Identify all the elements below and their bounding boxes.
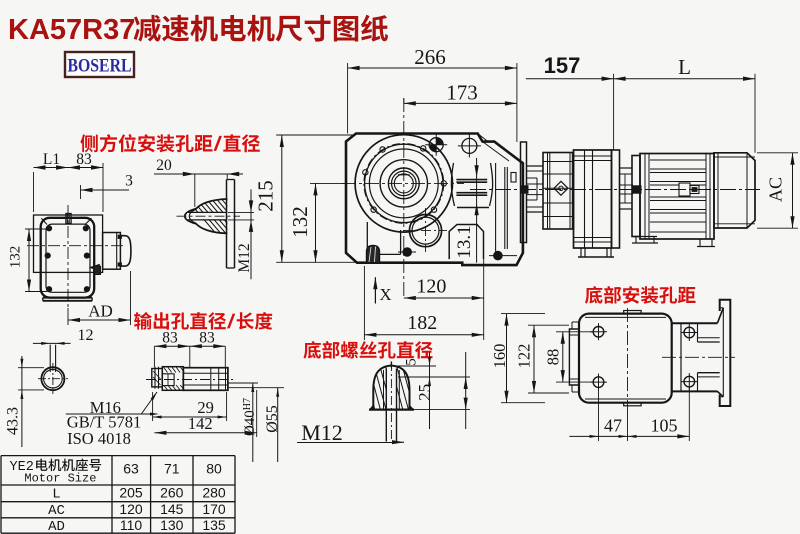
svg-text:Ø55: Ø55	[264, 405, 281, 433]
svg-text:130: 130	[160, 517, 184, 533]
svg-text:83: 83	[162, 330, 178, 347]
svg-text:Motor Size: Motor Size	[24, 472, 96, 486]
svg-text:215: 215	[254, 180, 278, 212]
svg-text:132: 132	[8, 246, 24, 269]
svg-text:5: 5	[404, 358, 420, 366]
svg-text:M12: M12	[301, 420, 343, 445]
svg-text:170: 170	[202, 501, 226, 517]
svg-text:88: 88	[544, 349, 563, 366]
svg-text:105: 105	[651, 416, 678, 436]
svg-text:135: 135	[202, 517, 226, 533]
svg-text:173: 173	[446, 81, 478, 105]
svg-text:L1: L1	[43, 151, 60, 168]
svg-text:260: 260	[160, 485, 184, 501]
svg-text:47: 47	[604, 416, 622, 436]
svg-text:M16: M16	[90, 398, 121, 417]
svg-text:83: 83	[199, 330, 215, 347]
svg-text:L: L	[52, 487, 60, 503]
svg-text:BOSERL: BOSERL	[68, 56, 132, 77]
svg-text:122: 122	[515, 344, 534, 369]
svg-text:280: 280	[202, 485, 226, 501]
svg-text:266: 266	[414, 45, 446, 69]
svg-text:KA57R37: KA57R37	[8, 14, 135, 46]
svg-text:25: 25	[415, 384, 434, 401]
svg-text:AD: AD	[48, 519, 65, 534]
svg-text:160: 160	[490, 344, 509, 369]
svg-text:Ø40H7: Ø40H7	[242, 398, 258, 436]
svg-text:13.1: 13.1	[454, 225, 475, 258]
svg-text:43.3: 43.3	[5, 407, 22, 435]
svg-text:120: 120	[119, 501, 143, 517]
svg-text:120: 120	[416, 276, 446, 298]
svg-text:L: L	[678, 55, 691, 79]
svg-text:GB/T 5781: GB/T 5781	[67, 413, 141, 432]
svg-text:ISO 4018: ISO 4018	[67, 429, 131, 448]
svg-text:80: 80	[206, 461, 222, 477]
svg-text:AD: AD	[88, 302, 113, 321]
svg-text:20: 20	[156, 157, 172, 174]
svg-text:157: 157	[544, 53, 581, 78]
svg-text:X: X	[379, 285, 391, 304]
svg-text:AC: AC	[48, 503, 65, 519]
svg-text:132: 132	[288, 206, 312, 238]
svg-text:71: 71	[164, 461, 180, 477]
svg-text:12: 12	[78, 327, 94, 344]
svg-text:83: 83	[76, 151, 92, 168]
svg-text:3: 3	[125, 173, 133, 190]
svg-text:205: 205	[119, 485, 143, 501]
svg-text:145: 145	[160, 501, 184, 517]
svg-text:142: 142	[188, 414, 213, 433]
svg-text:YE2: YE2	[10, 460, 34, 475]
svg-text:182: 182	[407, 312, 437, 334]
svg-text:110: 110	[120, 517, 143, 533]
svg-text:29: 29	[197, 398, 214, 417]
svg-text:AC: AC	[766, 177, 786, 202]
svg-text:63: 63	[123, 461, 139, 477]
svg-text:M12: M12	[236, 243, 253, 272]
